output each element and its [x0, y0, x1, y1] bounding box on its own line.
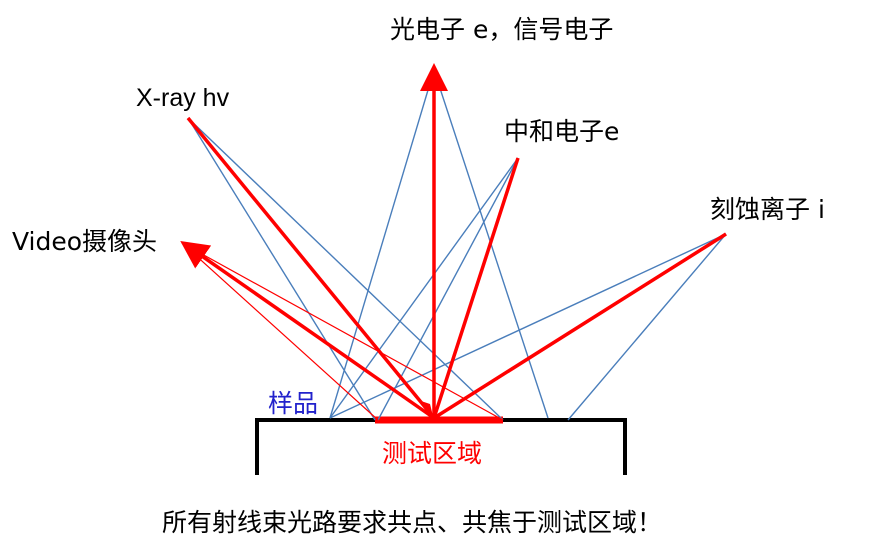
thin-beam-envelope-lines: [187, 69, 727, 421]
neutralizer-label: 中和电子e: [504, 117, 619, 146]
photoelectron-label: 光电子 e，信号电子: [390, 15, 613, 44]
convergence-arrowhead: [418, 400, 434, 420]
etch-ion-beam: [433, 232, 727, 420]
video-beam: [180, 240, 436, 420]
video-camera-label: Video摄像头: [12, 227, 157, 256]
sample-label: 样品: [268, 389, 318, 418]
caption: 所有射线束光路要求共点、共焦于测试区域！: [162, 508, 662, 537]
main-beams: [180, 63, 727, 420]
test-area-label: 测试区域: [382, 439, 482, 468]
xray-label: X-ray hv: [136, 84, 230, 112]
neutralizer-beam: [432, 157, 520, 419]
xray-beam: [186, 116, 436, 420]
video-envelope-lines: [181, 242, 504, 421]
etch-ion-label: 刻蚀离子 i: [710, 195, 825, 224]
